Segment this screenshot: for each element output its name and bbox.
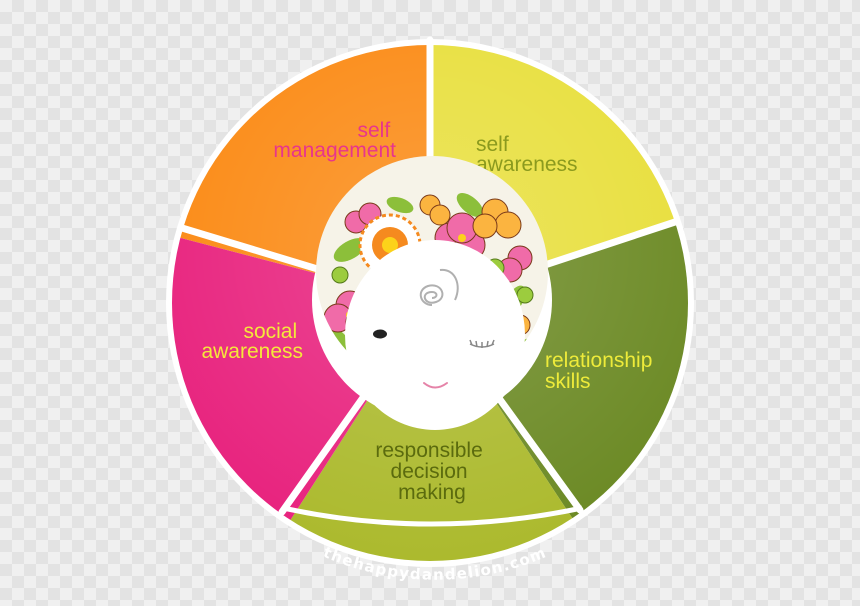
label-responsible-decision-making: responsible decision making <box>375 439 488 504</box>
hair-curl-icon <box>419 284 444 306</box>
website-band-edge <box>282 505 583 527</box>
face <box>345 240 525 430</box>
dandelion-face-icon <box>312 156 552 430</box>
label-self-management: self management <box>273 119 396 162</box>
open-eye-icon <box>373 329 387 339</box>
label-social-awareness: social awareness <box>201 320 303 363</box>
label-relationship-skills: relationship skills <box>545 349 658 393</box>
winking-eye-icon <box>469 339 495 348</box>
smile-icon <box>423 382 448 389</box>
label-self-awareness: self awareness <box>476 133 578 176</box>
